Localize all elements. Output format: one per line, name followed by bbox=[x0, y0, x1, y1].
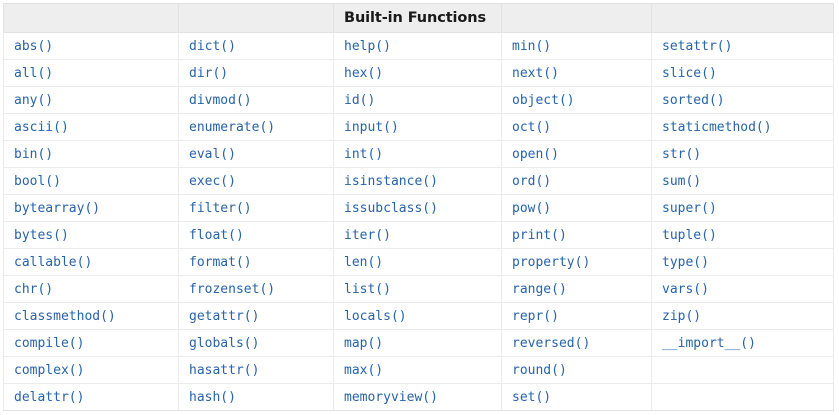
function-name-cell[interactable]: float() bbox=[178, 221, 334, 249]
function-name-cell[interactable]: len() bbox=[333, 248, 502, 276]
table-row: all()dir()hex()next()slice() bbox=[3, 59, 834, 87]
function-name-cell[interactable]: __import__() bbox=[651, 329, 834, 357]
function-name-cell[interactable]: str() bbox=[651, 140, 834, 168]
function-name-cell[interactable]: open() bbox=[501, 140, 652, 168]
function-name-cell[interactable]: input() bbox=[333, 113, 502, 141]
function-name-cell[interactable]: oct() bbox=[501, 113, 652, 141]
table-row: any()divmod()id()object()sorted() bbox=[3, 86, 834, 114]
function-name-cell[interactable]: set() bbox=[501, 383, 652, 411]
function-name-cell[interactable]: bool() bbox=[3, 167, 179, 195]
function-name-cell[interactable]: hasattr() bbox=[178, 356, 334, 384]
table-row: bytearray()filter()issubclass()pow()supe… bbox=[3, 194, 834, 222]
function-name-cell[interactable]: sum() bbox=[651, 167, 834, 195]
builtin-functions-table: Built-in Functions abs()dict()help()min(… bbox=[3, 3, 834, 411]
function-name-cell[interactable]: ord() bbox=[501, 167, 652, 195]
function-name-cell[interactable]: abs() bbox=[3, 32, 179, 60]
table-header-row: Built-in Functions bbox=[3, 3, 834, 33]
table-row: abs()dict()help()min()setattr() bbox=[3, 32, 834, 60]
function-name-cell[interactable]: print() bbox=[501, 221, 652, 249]
table-cell-empty bbox=[651, 383, 834, 411]
function-name-cell[interactable]: format() bbox=[178, 248, 334, 276]
function-name-cell[interactable]: pow() bbox=[501, 194, 652, 222]
function-name-cell[interactable]: bytearray() bbox=[3, 194, 179, 222]
function-name-cell[interactable]: eval() bbox=[178, 140, 334, 168]
function-name-cell[interactable]: map() bbox=[333, 329, 502, 357]
table-row: bool()exec()isinstance()ord()sum() bbox=[3, 167, 834, 195]
table-row: callable()format()len()property()type() bbox=[3, 248, 834, 276]
function-name-cell[interactable]: tuple() bbox=[651, 221, 834, 249]
table-row: complex()hasattr()max()round() bbox=[3, 356, 834, 384]
function-name-cell[interactable]: memoryview() bbox=[333, 383, 502, 411]
function-name-cell[interactable]: ascii() bbox=[3, 113, 179, 141]
function-name-cell[interactable]: range() bbox=[501, 275, 652, 303]
function-name-cell[interactable]: iter() bbox=[333, 221, 502, 249]
function-name-cell[interactable]: globals() bbox=[178, 329, 334, 357]
function-name-cell[interactable]: issubclass() bbox=[333, 194, 502, 222]
function-name-cell[interactable]: isinstance() bbox=[333, 167, 502, 195]
function-name-cell[interactable]: complex() bbox=[3, 356, 179, 384]
table-title-cell: Built-in Functions bbox=[333, 3, 502, 33]
function-name-cell[interactable]: hex() bbox=[333, 59, 502, 87]
function-name-cell[interactable]: vars() bbox=[651, 275, 834, 303]
function-name-cell[interactable]: super() bbox=[651, 194, 834, 222]
function-name-cell[interactable]: frozenset() bbox=[178, 275, 334, 303]
function-name-cell[interactable]: enumerate() bbox=[178, 113, 334, 141]
table-row: ascii()enumerate()input()oct()staticmeth… bbox=[3, 113, 834, 141]
function-name-cell[interactable]: max() bbox=[333, 356, 502, 384]
function-name-cell[interactable]: all() bbox=[3, 59, 179, 87]
table-row: bin()eval()int()open()str() bbox=[3, 140, 834, 168]
function-name-cell[interactable]: min() bbox=[501, 32, 652, 60]
function-name-cell[interactable]: divmod() bbox=[178, 86, 334, 114]
function-name-cell[interactable]: next() bbox=[501, 59, 652, 87]
function-name-cell[interactable]: repr() bbox=[501, 302, 652, 330]
function-name-cell[interactable]: zip() bbox=[651, 302, 834, 330]
function-name-cell[interactable]: locals() bbox=[333, 302, 502, 330]
table-body: abs()dict()help()min()setattr()all()dir(… bbox=[3, 32, 834, 411]
function-name-cell[interactable]: sorted() bbox=[651, 86, 834, 114]
function-name-cell[interactable]: help() bbox=[333, 32, 502, 60]
function-name-cell[interactable]: object() bbox=[501, 86, 652, 114]
function-name-cell[interactable]: property() bbox=[501, 248, 652, 276]
table-header-cell-5 bbox=[651, 3, 834, 33]
function-name-cell[interactable]: bytes() bbox=[3, 221, 179, 249]
function-name-cell[interactable]: chr() bbox=[3, 275, 179, 303]
table-header-cell-4 bbox=[501, 3, 652, 33]
function-name-cell[interactable]: exec() bbox=[178, 167, 334, 195]
table-cell-empty bbox=[651, 356, 834, 384]
function-name-cell[interactable]: bin() bbox=[3, 140, 179, 168]
table-row: chr()frozenset()list()range()vars() bbox=[3, 275, 834, 303]
function-name-cell[interactable]: dict() bbox=[178, 32, 334, 60]
table-header-cell-2 bbox=[178, 3, 334, 33]
function-name-cell[interactable]: getattr() bbox=[178, 302, 334, 330]
function-name-cell[interactable]: compile() bbox=[3, 329, 179, 357]
function-name-cell[interactable]: any() bbox=[3, 86, 179, 114]
function-name-cell[interactable]: callable() bbox=[3, 248, 179, 276]
table-header: Built-in Functions bbox=[3, 3, 834, 33]
table-row: bytes()float()iter()print()tuple() bbox=[3, 221, 834, 249]
function-name-cell[interactable]: delattr() bbox=[3, 383, 179, 411]
function-name-cell[interactable]: hash() bbox=[178, 383, 334, 411]
function-name-cell[interactable]: staticmethod() bbox=[651, 113, 834, 141]
function-name-cell[interactable]: type() bbox=[651, 248, 834, 276]
function-name-cell[interactable]: id() bbox=[333, 86, 502, 114]
function-name-cell[interactable]: round() bbox=[501, 356, 652, 384]
function-name-cell[interactable]: list() bbox=[333, 275, 502, 303]
table-header-cell-1 bbox=[3, 3, 179, 33]
function-name-cell[interactable]: setattr() bbox=[651, 32, 834, 60]
function-name-cell[interactable]: classmethod() bbox=[3, 302, 179, 330]
function-name-cell[interactable]: dir() bbox=[178, 59, 334, 87]
function-name-cell[interactable]: int() bbox=[333, 140, 502, 168]
function-name-cell[interactable]: filter() bbox=[178, 194, 334, 222]
function-name-cell[interactable]: slice() bbox=[651, 59, 834, 87]
table-row: classmethod()getattr()locals()repr()zip(… bbox=[3, 302, 834, 330]
table-row: compile()globals()map()reversed()__impor… bbox=[3, 329, 834, 357]
function-name-cell[interactable]: reversed() bbox=[501, 329, 652, 357]
table-row: delattr()hash()memoryview()set() bbox=[3, 383, 834, 411]
